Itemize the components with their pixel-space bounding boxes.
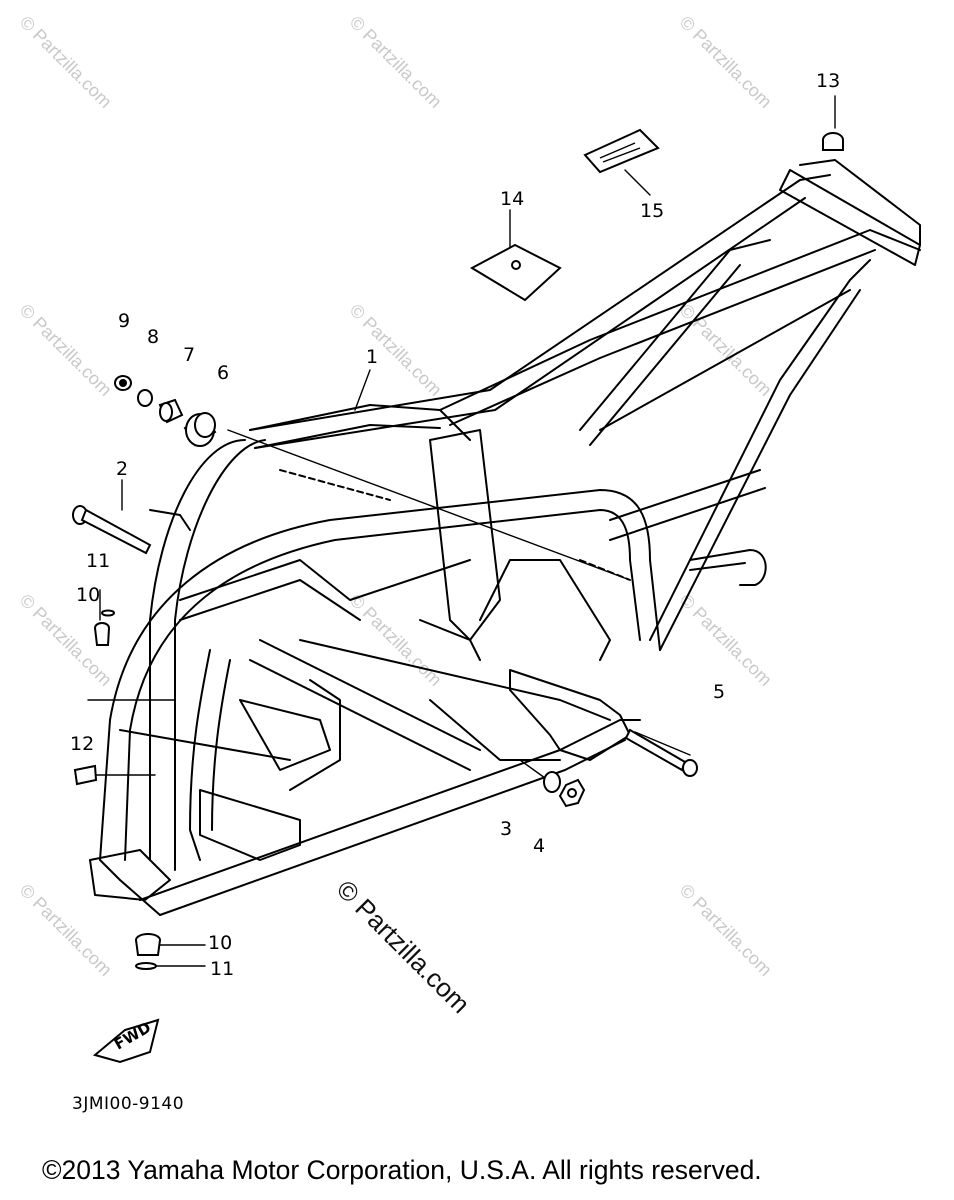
callout-11-lower: 11 xyxy=(210,958,235,980)
callout-12: 12 xyxy=(70,733,95,755)
washer-8 xyxy=(137,389,153,407)
rear-frame-rail-right-lower xyxy=(449,249,876,426)
label-15 xyxy=(583,128,660,174)
plate-14 xyxy=(469,243,562,302)
callout-8: 8 xyxy=(147,326,160,348)
nut-4 xyxy=(558,778,586,808)
diagram-code: 3JMI00-9140 xyxy=(72,1094,185,1114)
main-top-tube xyxy=(249,404,471,441)
callout-9: 9 xyxy=(118,310,131,332)
callout-2: 2 xyxy=(116,458,129,480)
callout-1: 1 xyxy=(366,346,379,368)
callout-5: 5 xyxy=(713,681,726,703)
swingarm-pivot xyxy=(509,669,631,761)
footrest xyxy=(689,549,767,586)
clip-11-lower xyxy=(135,962,157,970)
rear-crossmember xyxy=(779,169,921,266)
rear-frame-rail-right xyxy=(439,229,921,411)
callout-10-lower: 10 xyxy=(208,932,233,954)
callout-7: 7 xyxy=(183,344,196,366)
nut-9 xyxy=(114,375,132,391)
rear-frame-rail-left-lower xyxy=(254,197,806,449)
callout-6: 6 xyxy=(217,362,230,384)
down-tube-right xyxy=(189,649,211,861)
engine-mount-plate xyxy=(199,789,301,861)
callout-3: 3 xyxy=(500,818,513,840)
down-tube-left xyxy=(99,719,121,881)
washer-3 xyxy=(543,771,561,793)
clip-11-upper xyxy=(101,609,115,617)
bolt-5 xyxy=(624,728,698,777)
seat-stay-right xyxy=(649,259,871,641)
rear-side-tube xyxy=(609,469,766,541)
leader-1 xyxy=(354,369,371,411)
fwd-arrow-icon: FWD xyxy=(92,1018,160,1064)
collar-6 xyxy=(183,412,217,447)
callout-14: 14 xyxy=(500,188,525,210)
callout-15: 15 xyxy=(640,200,665,222)
rear-frame-rail-left xyxy=(249,174,831,431)
main-upper-loop xyxy=(149,439,246,861)
grommet-10-lower xyxy=(135,933,161,956)
callout-4: 4 xyxy=(533,835,546,857)
spacer-7 xyxy=(158,398,184,424)
copyright-notice: ©2013 Yamaha Motor Corporation, U.S.A. A… xyxy=(42,1155,762,1185)
front-hoop xyxy=(109,489,661,721)
cap-13 xyxy=(822,132,844,151)
callout-10-upper: 10 xyxy=(76,584,101,606)
seat-stay-left xyxy=(579,239,771,431)
bolt-2 xyxy=(72,505,152,555)
callout-11-upper: 11 xyxy=(86,550,111,572)
bolt-12 xyxy=(73,764,98,786)
lower-rail xyxy=(139,719,641,901)
grommet-10-upper xyxy=(94,622,110,646)
callout-13: 13 xyxy=(816,70,841,92)
